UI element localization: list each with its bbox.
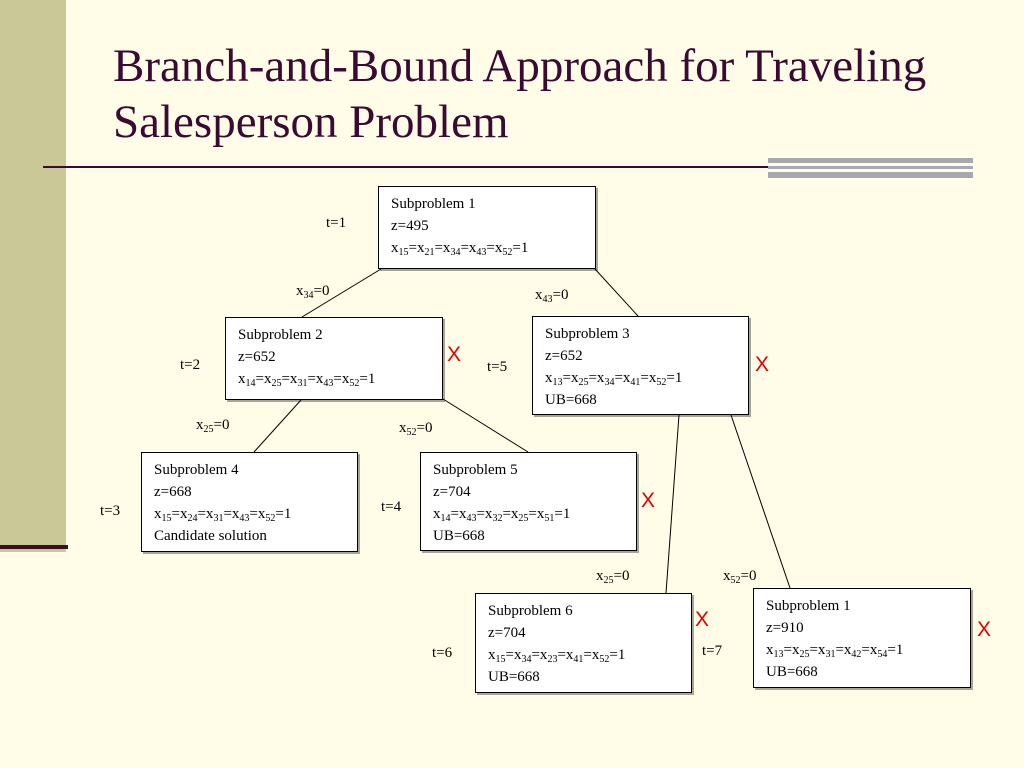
node-constraints: x13=x25=x31=x42=x54=1 [766,642,904,660]
node-sp2: Subproblem 2 z=652 x14=x25=x31=x43=x52=1 [225,317,443,400]
edge-sp3-sp7 [730,414,791,589]
edge-sp2-sp4 [253,399,302,453]
node-name: Subproblem 3 [545,326,630,342]
pruned-mark-sp7: X [977,618,992,641]
node-objective: z=910 [766,620,804,636]
sidebar-accent-bar [0,0,66,552]
edge-label-sp3-sp6: x25=0 [596,568,630,586]
edge-label-sp1-sp3: x43=0 [535,287,569,305]
node-name: Subproblem 6 [488,603,573,619]
node-time-label-sp2: t=2 [180,357,201,373]
node-objective: z=495 [391,218,429,234]
node-objective: z=652 [545,348,583,364]
edge-label-sp3-sp7: x52=0 [723,568,757,586]
node-note: UB=668 [766,664,818,680]
pruned-mark-sp2: X [447,343,462,366]
edge-label-sp2-sp4: x25=0 [196,417,230,435]
pruned-mark-sp5: X [641,489,656,512]
node-name: Subproblem 1 [766,598,851,614]
edge-sp1-sp3 [594,268,639,317]
node-time-label-sp1: t=1 [326,215,347,231]
node-constraints: x15=x34=x23=x41=x52=1 [488,647,626,665]
edge-label-sp2-sp5: x52=0 [399,420,433,438]
node-time-label-sp7: t=7 [702,643,723,659]
edge-label-sp1-sp2: x34=0 [296,283,330,301]
node-time-label-sp4: t=3 [100,503,121,519]
edge-sp3-sp6 [665,414,680,594]
pruned-mark-sp3: X [755,353,770,376]
edge-sp2-sp5 [442,398,529,453]
edge-sp1-sp2 [301,268,382,318]
node-name: Subproblem 2 [238,327,323,343]
node-name: Subproblem 4 [154,462,239,478]
node-name: Subproblem 1 [391,196,476,212]
node-constraints: x13=x25=x34=x41=x52=1 [545,370,683,388]
node-time-label-sp6: t=6 [432,645,453,661]
node-note: Candidate solution [154,528,267,544]
node-objective: z=668 [154,484,192,500]
node-note: UB=668 [545,392,597,408]
node-objective: z=704 [433,484,471,500]
node-constraints: x15=x21=x34=x43=x52=1 [391,240,529,258]
node-note: UB=668 [488,669,540,685]
node-name: Subproblem 5 [433,462,518,478]
title-rule [43,166,833,168]
node-objective: z=652 [238,349,276,365]
node-constraints: x14=x25=x31=x43=x52=1 [238,371,376,389]
node-time-label-sp5: t=4 [381,499,402,515]
node-constraints: x14=x43=x32=x25=x51=1 [433,506,571,524]
title-rule-accent [768,158,973,178]
node-constraints: x15=x24=x31=x43=x52=1 [154,506,292,524]
slide-title: Branch-and-Bound Approach for Traveling … [113,40,927,148]
node-objective: z=704 [488,625,526,641]
sidebar-divider [0,545,68,549]
node-time-label-sp3: t=5 [487,359,508,375]
node-note: UB=668 [433,528,485,544]
pruned-mark-sp6: X [695,608,710,631]
node-sp1: Subproblem 1 z=495 x15=x21=x34=x43=x52=1 [378,186,596,269]
